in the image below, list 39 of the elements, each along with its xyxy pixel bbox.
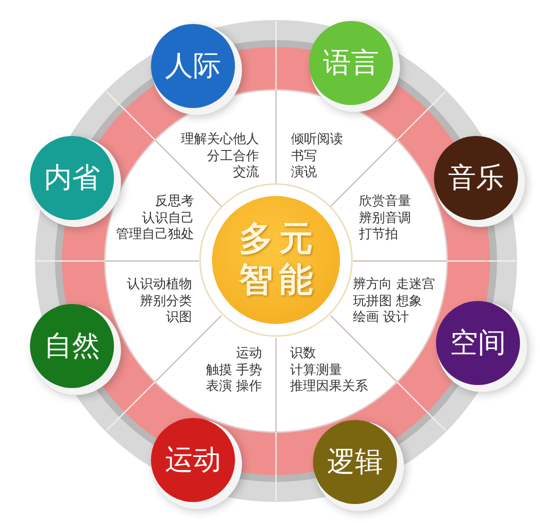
category-circle — [30, 304, 114, 388]
category-label: 内省 — [44, 164, 100, 192]
skill-text: 打节拍 — [359, 227, 398, 244]
category-label: 逻辑 — [327, 448, 383, 476]
skill-text: 管理自己独处 — [116, 227, 194, 244]
skill-text: 运动 — [236, 346, 262, 362]
skill-text: 倾听阅读 — [291, 132, 343, 148]
skill-text: 辨方向 走迷宫 — [353, 277, 436, 294]
skill-text: 认识动植物 — [127, 277, 192, 294]
category-circle — [434, 136, 518, 220]
skill-text: 绘画 设计 — [353, 310, 410, 326]
skill-text: 书写 — [291, 148, 317, 165]
skill-text: 表演 操作 — [206, 379, 262, 396]
center-title: 多元智能 — [238, 218, 320, 302]
skill-text: 识图 — [166, 310, 192, 326]
category-circle — [151, 24, 235, 108]
category-circle — [309, 21, 393, 105]
skill-text: 分工合作 — [207, 148, 259, 165]
skill-text: 辨别音调 — [359, 210, 411, 227]
skill-text: 触摸 手势 — [206, 362, 262, 379]
category-circle — [151, 418, 235, 502]
skill-text: 玩拼图 想象 — [353, 294, 422, 310]
skill-text: 理解关心他人 — [181, 132, 259, 148]
category-label: 空间 — [450, 329, 506, 357]
skill-text: 欣赏音量 — [359, 194, 411, 210]
category-circle — [30, 136, 114, 220]
category-label: 音乐 — [448, 164, 504, 192]
skill-text: 辨别分类 — [140, 294, 192, 310]
skill-text: 认识自己 — [142, 210, 194, 227]
category-label: 人际 — [165, 52, 221, 80]
skill-text: 演说 — [291, 165, 317, 182]
skill-text: 识数 — [290, 346, 316, 362]
category-label: 语言 — [323, 49, 379, 77]
skill-text: 推理因果关系 — [290, 379, 368, 396]
skill-text: 交流 — [233, 165, 259, 182]
category-label: 运动 — [165, 446, 221, 474]
skill-text: 计算测量 — [290, 362, 342, 379]
skill-text: 反思考 — [155, 194, 194, 210]
category-label: 自然 — [44, 332, 100, 360]
